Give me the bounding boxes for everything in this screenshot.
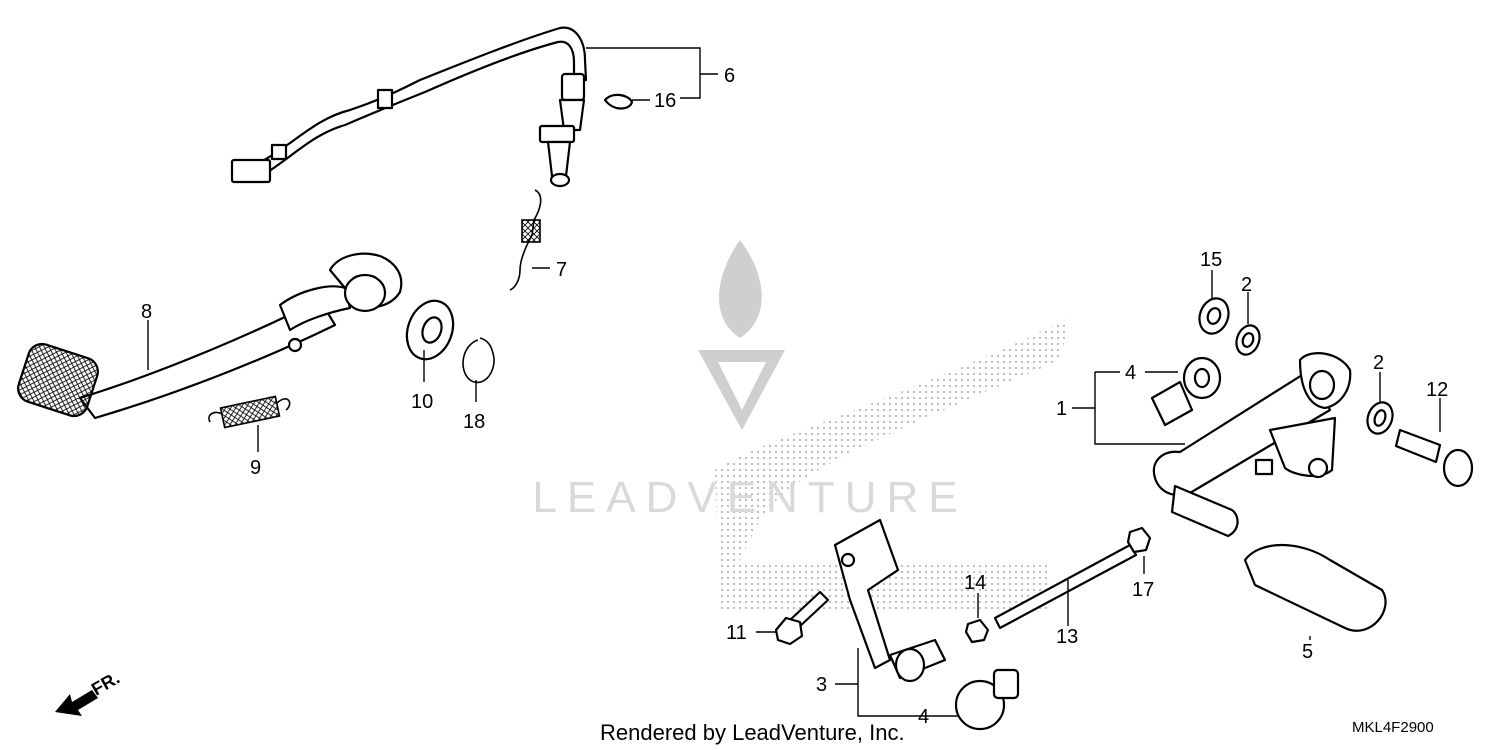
callout-15: 15	[1200, 249, 1222, 271]
callout-2-upper: 2	[1241, 274, 1252, 296]
bolt-11	[774, 590, 830, 646]
callout-8: 8	[141, 301, 152, 323]
leader-lines	[147, 47, 1441, 717]
callout-4-lower: 4	[918, 706, 929, 728]
switch-spring	[509, 189, 542, 291]
diagram-code: MKL4F2900	[1352, 719, 1434, 736]
front-direction-indicator: FR.	[55, 668, 123, 716]
callout-7: 7	[556, 259, 567, 281]
return-spring	[208, 395, 291, 429]
callout-3: 3	[816, 674, 827, 696]
washer-15	[1198, 297, 1230, 335]
callout-2-lower: 2	[1373, 352, 1384, 374]
callout-6: 6	[724, 65, 735, 87]
bushing-2-lower	[1366, 401, 1394, 435]
shift-arm	[833, 518, 947, 683]
pivot-bolt	[1394, 428, 1474, 488]
callout-13: 13	[1056, 626, 1078, 648]
callout-11: 11	[726, 622, 747, 644]
stop-switch-harness	[230, 26, 588, 188]
clip	[603, 93, 634, 110]
callout-12: 12	[1426, 379, 1448, 401]
callout-10: 10	[411, 391, 433, 413]
brake-pedal	[17, 252, 403, 420]
watermark: LEADVENTURE	[532, 240, 1070, 610]
rendered-by-text: Rendered by LeadVenture, Inc.	[600, 720, 905, 745]
front-arrow-icon	[55, 690, 98, 716]
callout-9: 9	[250, 457, 261, 479]
rod-end-lower	[954, 668, 1020, 731]
nut-14	[964, 618, 990, 644]
tie-rod	[993, 543, 1138, 630]
footpeg-rubber	[1243, 544, 1387, 632]
callout-1: 1	[1056, 398, 1067, 420]
nut-17	[1126, 526, 1152, 554]
washer-10	[405, 299, 455, 361]
circlip	[462, 337, 495, 384]
watermark-text: LEADVENTURE	[532, 473, 967, 522]
callout-18: 18	[463, 411, 485, 433]
step-bracket	[1152, 352, 1352, 538]
callout-14: 14	[964, 572, 986, 594]
callout-16: 16	[654, 90, 676, 112]
bushing-2-upper	[1235, 324, 1261, 356]
rod-end-upper	[1150, 356, 1222, 427]
callout-17: 17	[1132, 579, 1154, 601]
callout-5: 5	[1302, 641, 1313, 663]
callout-labels: 6 16 7 8 9 10 18 1 4 15 2 2 12 5 13 17 1…	[141, 65, 1448, 728]
callout-4-upper: 4	[1125, 362, 1136, 384]
